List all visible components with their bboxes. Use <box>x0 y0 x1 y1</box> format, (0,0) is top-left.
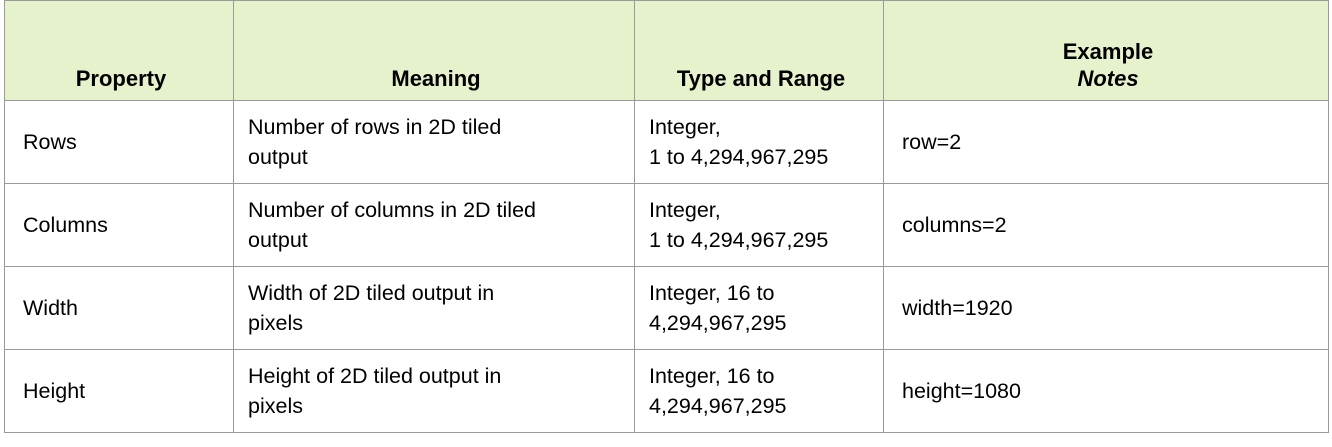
type-line: Integer, <box>649 198 721 222</box>
meaning-line: pixels <box>248 394 303 418</box>
header-example: Example <box>1062 39 1154 64</box>
meaning-line: Width of 2D tiled output in <box>248 281 495 305</box>
meaning-line: Number of rows in 2D tiled <box>248 115 502 139</box>
cell-example: width=1920 <box>883 266 1329 350</box>
type-line: 4,294,967,295 <box>649 311 787 335</box>
header-notes: Notes <box>1077 66 1139 91</box>
cell-property: Rows <box>4 100 234 184</box>
cell-property: Columns <box>4 183 234 267</box>
header-type-and-range: Type and Range <box>634 0 884 101</box>
meaning-line: Number of columns in 2D tiled <box>248 198 536 222</box>
cell-meaning: Height of 2D tiled output in pixels <box>233 349 635 433</box>
table-row: Columns Number of columns in 2D tiled ou… <box>4 183 1329 267</box>
header-example-notes: Example Notes <box>883 0 1329 101</box>
type-line: Integer, 16 to <box>649 364 775 388</box>
cell-type-and-range: Integer, 16 to 4,294,967,295 <box>634 349 884 433</box>
type-line: 1 to 4,294,967,295 <box>649 228 829 252</box>
header-meaning: Meaning <box>233 0 635 101</box>
meaning-line: output <box>248 228 308 252</box>
meaning-line: Height of 2D tiled output in <box>248 364 502 388</box>
meaning-line: output <box>248 145 308 169</box>
cell-type-and-range: Integer, 1 to 4,294,967,295 <box>634 100 884 184</box>
cell-property: Height <box>4 349 234 433</box>
cell-property: Width <box>4 266 234 350</box>
cell-type-and-range: Integer, 1 to 4,294,967,295 <box>634 183 884 267</box>
table-row: Rows Number of rows in 2D tiled output I… <box>4 100 1329 184</box>
cell-meaning: Width of 2D tiled output in pixels <box>233 266 635 350</box>
type-line: Integer, <box>649 115 721 139</box>
table-row: Width Width of 2D tiled output in pixels… <box>4 266 1329 350</box>
table-header: Property Meaning Type and Range Example … <box>4 0 1329 101</box>
cell-meaning: Number of rows in 2D tiled output <box>233 100 635 184</box>
header-property: Property <box>4 0 234 101</box>
cell-meaning: Number of columns in 2D tiled output <box>233 183 635 267</box>
type-line: 4,294,967,295 <box>649 394 787 418</box>
table-row: Height Height of 2D tiled output in pixe… <box>4 349 1329 433</box>
type-line: 1 to 4,294,967,295 <box>649 145 829 169</box>
type-line: Integer, 16 to <box>649 281 775 305</box>
cell-example: columns=2 <box>883 183 1329 267</box>
properties-table: Property Meaning Type and Range Example … <box>4 0 1329 433</box>
table-body: Rows Number of rows in 2D tiled output I… <box>4 100 1329 433</box>
meaning-line: pixels <box>248 311 303 335</box>
cell-example: height=1080 <box>883 349 1329 433</box>
cell-type-and-range: Integer, 16 to 4,294,967,295 <box>634 266 884 350</box>
header-row: Property Meaning Type and Range Example … <box>4 0 1329 101</box>
cell-example: row=2 <box>883 100 1329 184</box>
